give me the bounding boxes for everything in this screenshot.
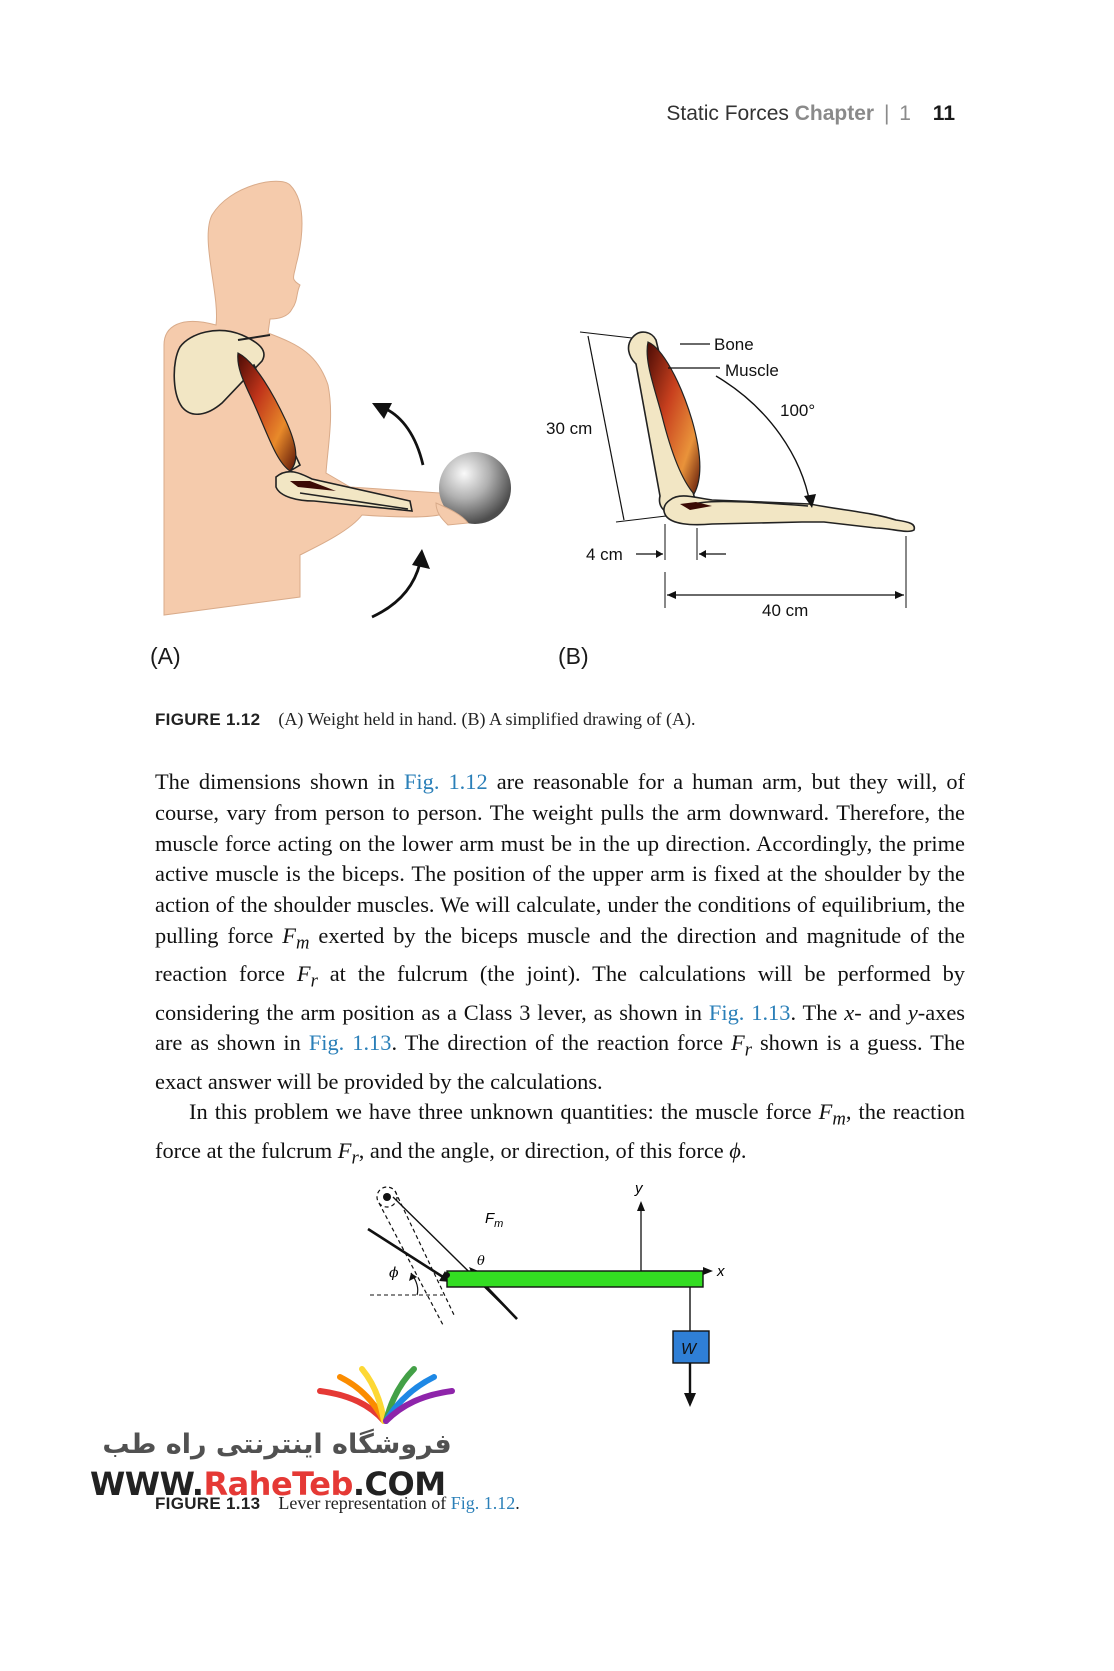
muscle-force-label: Fm bbox=[485, 1210, 503, 1230]
panel-b-label: (B) bbox=[558, 643, 589, 669]
running-head: Static Forces Chapter | 1 11 bbox=[666, 102, 955, 126]
running-head-separator: | bbox=[883, 102, 890, 125]
figure-1-13-caption: FIGURE 1.13 Lever representation of Fig. … bbox=[155, 1493, 520, 1513]
paragraph-2: In this problem we have three unknown qu… bbox=[155, 1099, 965, 1169]
weight-label: W bbox=[681, 1341, 698, 1358]
y-axis-label: y bbox=[634, 1180, 644, 1197]
upper-arm-dashed bbox=[376, 1186, 456, 1326]
watermark-persian-text: فروشگاه اینترنتی راه طب bbox=[102, 1429, 452, 1460]
watermark-url: WWW.RaheTeb.COM bbox=[90, 1465, 446, 1503]
figure-1-12-caption: FIGURE 1.12 (A) Weight held in hand. (B) … bbox=[155, 709, 696, 730]
lower-motion-arrow bbox=[371, 562, 422, 619]
body-text: The dimensions shown in Fig. 1.12 are re… bbox=[155, 767, 965, 1174]
figure-1-12-link[interactable]: Fig. 1.12 bbox=[403, 769, 488, 794]
shoulder-bone bbox=[173, 329, 265, 415]
theta-label: θ bbox=[477, 1254, 485, 1269]
panel-a-label: (A) bbox=[150, 643, 181, 669]
weight-ball bbox=[439, 452, 511, 524]
phi-label: ϕ bbox=[389, 1265, 399, 1281]
figure-1-12-panel-b: Bone Muscle 100° 30 cm 4 cm 40 cm bbox=[546, 331, 916, 620]
bone-label: Bone bbox=[714, 335, 754, 354]
muscle-label: Muscle bbox=[725, 361, 779, 380]
figure-1-13-link[interactable]: Fig. 1.13 bbox=[708, 999, 791, 1025]
angle-label: 100° bbox=[780, 401, 815, 420]
simplified-biceps bbox=[646, 341, 701, 496]
book-logo-icon bbox=[317, 1366, 455, 1424]
x-axis-label: x bbox=[716, 1263, 725, 1280]
figure-1-13-diagram: y x Fr Fm ϕ θ W bbox=[367, 1180, 725, 1407]
figure-1-12-caption-text: (A) Weight held in hand. (B) A simplifie… bbox=[278, 709, 696, 729]
running-head-title: Static Forces bbox=[666, 102, 789, 125]
figure-1-13-link[interactable]: Fig. 1.13 bbox=[308, 1030, 392, 1056]
muscle-offset-label: 4 cm bbox=[586, 545, 623, 564]
figure-1-12-number: FIGURE 1.12 bbox=[155, 710, 261, 729]
figure-1-12-panel-a bbox=[163, 180, 511, 619]
angle-arc bbox=[715, 375, 811, 505]
figure-1-12-link[interactable]: Fig. 1.12 bbox=[450, 1493, 516, 1513]
simplified-forearm bbox=[663, 495, 916, 533]
running-head-chapter-number: 1 bbox=[899, 102, 911, 125]
upper-motion-arrow bbox=[385, 407, 425, 466]
page-number: 11 bbox=[932, 102, 955, 125]
forearm-length-label: 40 cm bbox=[762, 601, 808, 620]
running-head-chapter-word: Chapter bbox=[794, 102, 875, 125]
watermark: فروشگاه اینترنتی راه طب WWW.RaheTeb.COM bbox=[90, 1365, 490, 1505]
paragraph-1: The dimensions shown in Fig. 1.12 are re… bbox=[155, 769, 966, 1094]
figure-1-13-number: FIGURE 1.13 bbox=[155, 1494, 261, 1513]
figure-1-13-caption-text: Lever representation of bbox=[278, 1493, 447, 1513]
dimension-30cm bbox=[587, 335, 625, 521]
lever-bar bbox=[446, 1270, 704, 1288]
upper-arm-length-label: 30 cm bbox=[546, 419, 592, 438]
reaction-force-arrow bbox=[367, 1227, 444, 1279]
